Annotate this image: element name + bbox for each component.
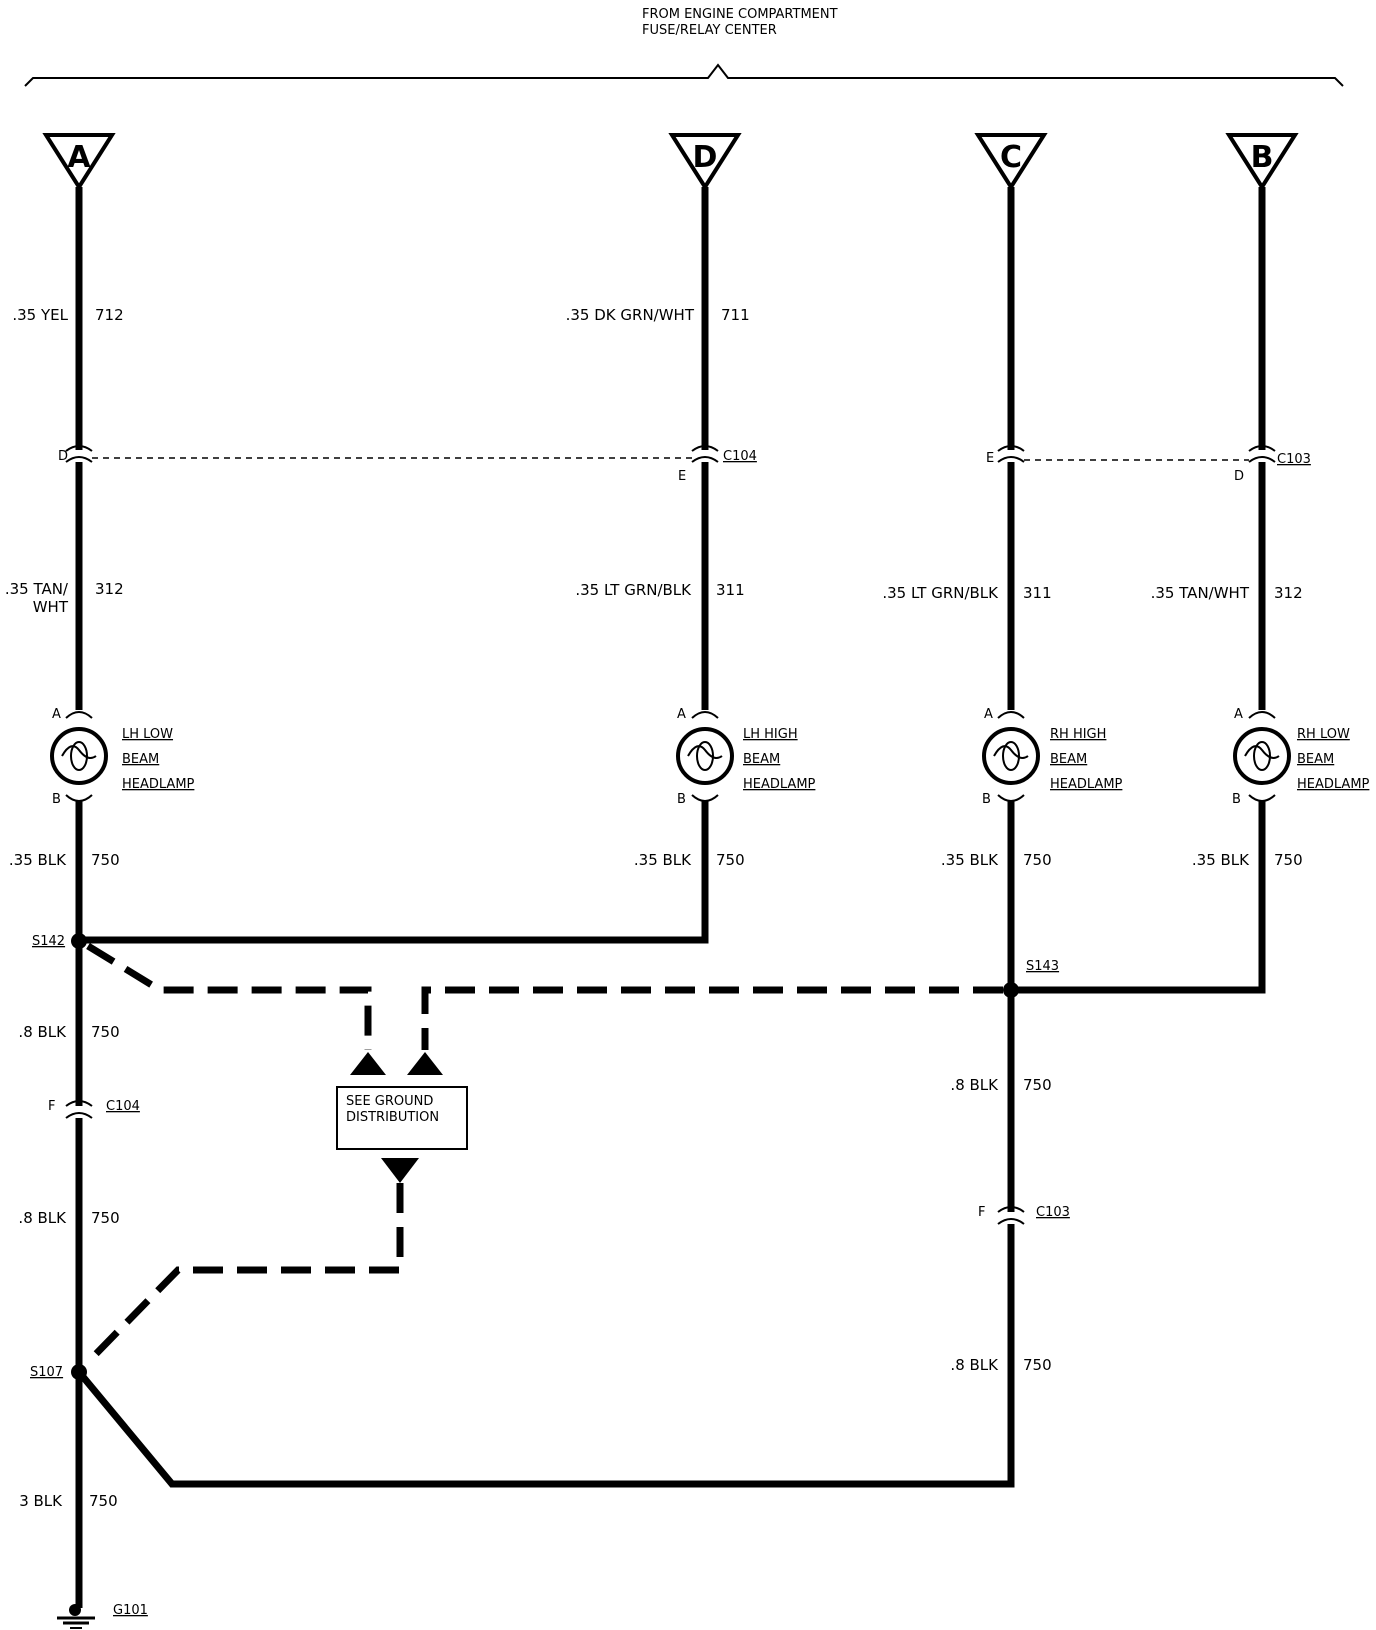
wire-750-rh-low-circuit: 750	[1274, 851, 1303, 869]
rh-low-label-2: BEAM	[1297, 752, 1334, 767]
connector-c103-top	[997, 445, 1276, 463]
ground-g101-symbol	[57, 1604, 95, 1629]
c104-pin-e: E	[678, 469, 686, 484]
wire-750-rh-high-circuit: 750	[1023, 851, 1052, 869]
terminal-d-letter: D	[693, 140, 718, 175]
rh-high-label-3: HEADLAMP	[1050, 777, 1123, 792]
header-bracket	[24, 63, 1344, 87]
rh-high-pin-a: A	[984, 707, 993, 722]
c103-label-top: C103	[1277, 452, 1311, 467]
ground-box-line-2: DISTRIBUTION	[346, 1110, 439, 1125]
wire-311-lh-gauge: .35 LT GRN/BLK	[575, 581, 692, 599]
wire-312-lh-gauge-1: .35 TAN/	[5, 580, 69, 598]
lh-low-label-3: HEADLAMP	[122, 777, 195, 792]
rh-low-pin-a: A	[1234, 707, 1243, 722]
splice-s107-label: S107	[30, 1365, 63, 1380]
wire-750-lh-high-gauge: .35 BLK	[634, 851, 692, 869]
lh-low-beam-headlamp: A B LH LOW BEAM HEADLAMP	[50, 707, 195, 807]
wire-750-c103-s107	[76, 1224, 1015, 1488]
ground-g101-label: G101	[113, 1603, 148, 1618]
ground-box-line-1: SEE GROUND	[346, 1094, 433, 1109]
rh-high-beam-headlamp: A B RH HIGH BEAM HEADLAMP	[982, 707, 1123, 807]
rh-high-pin-b: B	[982, 792, 991, 807]
splice-s142-label: S142	[32, 934, 65, 949]
see-ground-distribution-box[interactable]: SEE GROUND DISTRIBUTION	[336, 1086, 468, 1150]
lh-high-pin-b: B	[677, 792, 686, 807]
wire-712-gauge: .35 YEL	[12, 306, 68, 324]
wire-750-s142-gauge: .8 BLK	[18, 1023, 67, 1041]
wire-750-rh-low	[1011, 800, 1266, 994]
dashed-s142-to-box	[86, 943, 372, 1050]
terminal-b: B	[1225, 133, 1299, 191]
c103-pin-e: E	[986, 451, 994, 466]
wire-750-s142-circuit: 750	[91, 1023, 120, 1041]
wire-312-rh-gauge: .35 TAN/WHT	[1151, 584, 1250, 602]
dashed-s143-to-box	[421, 986, 1003, 1050]
rh-low-label-1: RH LOW	[1297, 727, 1350, 742]
wire-750-c103-gauge: .8 BLK	[950, 1356, 999, 1374]
wire-750-lh-low-circuit: 750	[91, 851, 120, 869]
c104-pin-f: F	[48, 1099, 55, 1114]
wire-750-c103-circuit: 750	[1023, 1356, 1052, 1374]
lh-low-pin-a: A	[52, 707, 61, 722]
wire-750-c104-gauge: .8 BLK	[18, 1209, 67, 1227]
rh-high-label-1: RH HIGH	[1050, 727, 1106, 742]
lh-high-label-1: LH HIGH	[743, 727, 798, 742]
c103-pin-f: F	[978, 1205, 985, 1220]
lh-high-pin-a: A	[677, 707, 686, 722]
wire-750-rh-low-gauge: .35 BLK	[1192, 851, 1250, 869]
wire-750-rh-high-gauge: .35 BLK	[941, 851, 999, 869]
wire-750-lh-high-circuit: 750	[716, 851, 745, 869]
wire-712-circuit: 712	[95, 306, 124, 324]
header-line-1: FROM ENGINE COMPARTMENT	[642, 7, 838, 22]
lh-low-label-1: LH LOW	[122, 727, 173, 742]
rh-low-pin-b: B	[1232, 792, 1241, 807]
c104-label-top: C104	[723, 449, 757, 464]
c103-label-bottom: C103	[1036, 1205, 1070, 1220]
wire-312-rh-circuit: 312	[1274, 584, 1303, 602]
c103-pin-d: D	[1234, 469, 1244, 484]
terminal-d: D	[668, 133, 742, 191]
c104-label-bottom: C104	[106, 1099, 140, 1114]
terminal-a-letter: A	[67, 140, 91, 175]
wire-711-circuit: 711	[721, 306, 750, 324]
lh-high-label-3: HEADLAMP	[743, 777, 816, 792]
wire-311-rh-circuit: 311	[1023, 584, 1052, 602]
rh-low-label-3: HEADLAMP	[1297, 777, 1370, 792]
connector-c104-top	[65, 445, 719, 463]
terminal-c-letter: C	[1000, 140, 1022, 175]
wire-312-lh-gauge-2: WHT	[33, 598, 69, 616]
wire-312-lh-circuit: 312	[95, 580, 124, 598]
lh-high-beam-headlamp: A B LH HIGH BEAM HEADLAMP	[676, 707, 816, 807]
ground-arrow-left	[350, 1052, 386, 1075]
connector-c103-bottom	[997, 1206, 1025, 1225]
wire-750-c104-circuit: 750	[91, 1209, 120, 1227]
rh-high-label-2: BEAM	[1050, 752, 1087, 767]
dashed-box-to-s107	[85, 1183, 404, 1365]
lh-low-label-2: BEAM	[122, 752, 159, 767]
wire-750-lh-low-gauge: .35 BLK	[9, 851, 67, 869]
header-line-2: FUSE/RELAY CENTER	[642, 23, 777, 38]
wire-750-s143-gauge: .8 BLK	[950, 1076, 999, 1094]
wire-311-lh-circuit: 311	[716, 581, 745, 599]
terminal-b-letter: B	[1251, 140, 1274, 175]
ground-arrow-right	[407, 1052, 443, 1075]
terminal-c: C	[974, 133, 1048, 191]
wire-711-gauge: .35 DK GRN/WHT	[566, 306, 695, 324]
connector-c104-bottom	[65, 1100, 93, 1119]
wire-750-s107-circuit: 750	[89, 1492, 118, 1510]
splice-s143-label: S143	[1026, 959, 1059, 974]
terminal-a: A	[42, 133, 116, 191]
wire-311-rh-gauge: .35 LT GRN/BLK	[882, 584, 999, 602]
rh-low-beam-headlamp: A B RH LOW BEAM HEADLAMP	[1232, 707, 1370, 807]
lh-low-pin-b: B	[52, 792, 61, 807]
wire-750-s143-circuit: 750	[1023, 1076, 1052, 1094]
ground-arrow-down	[381, 1158, 419, 1183]
wire-750-lh-high	[79, 800, 709, 944]
lh-high-label-2: BEAM	[743, 752, 780, 767]
wire-750-s107-gauge: 3 BLK	[19, 1492, 63, 1510]
c104-pin-d: D	[58, 449, 68, 464]
